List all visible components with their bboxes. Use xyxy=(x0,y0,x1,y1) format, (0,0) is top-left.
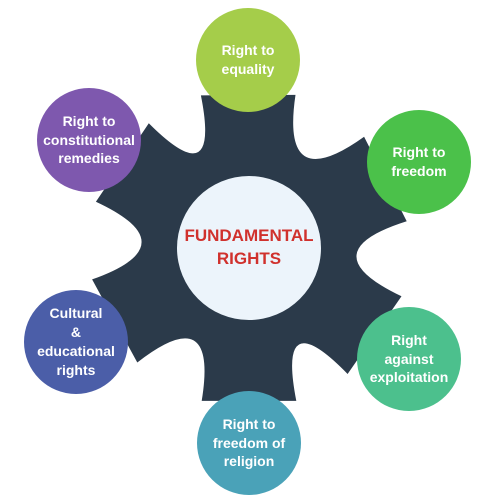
node-label-freedom: Right to freedom xyxy=(391,144,447,179)
node-circle-cultural xyxy=(24,290,128,394)
node-circle-freedom xyxy=(367,110,471,214)
center-title: FUNDAMENTAL RIGHTS xyxy=(184,226,314,268)
node-label-equality: Right to equality xyxy=(221,42,275,77)
node-circle-religion xyxy=(197,391,301,495)
node-label-remedies: Right to constitutional remedies xyxy=(43,112,135,167)
node-label-exploitation: Right against exploitation xyxy=(369,331,449,386)
node-label-religion: Right to freedom of religion xyxy=(212,415,286,470)
center-circle xyxy=(177,176,321,320)
node-circle-equality xyxy=(196,8,300,112)
node-circle-exploitation xyxy=(357,307,461,411)
node-label-cultural: Cultural & educational rights xyxy=(37,305,115,378)
node-circle-remedies xyxy=(37,88,141,192)
